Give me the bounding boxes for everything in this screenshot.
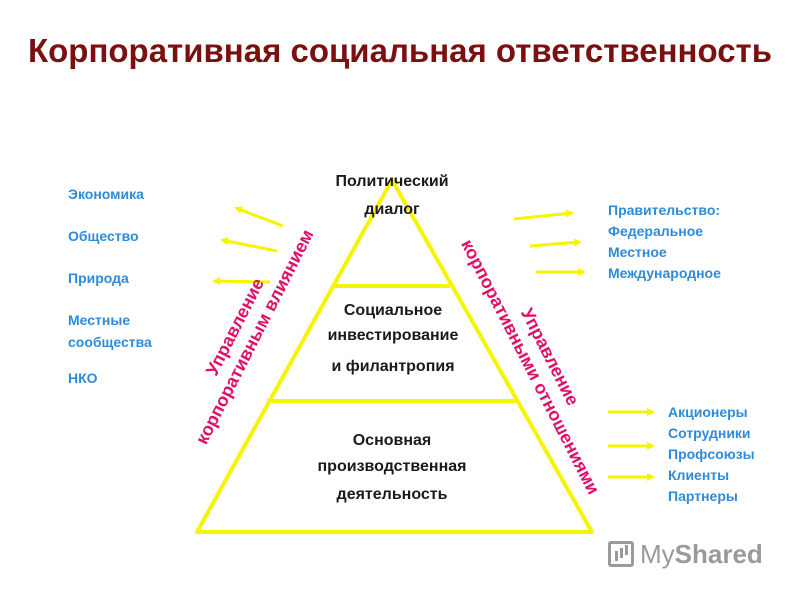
level-top-line1: Политический xyxy=(335,173,449,190)
list-item: Партнеры xyxy=(668,488,738,504)
list-item: Общество xyxy=(68,228,139,244)
list-item: Правительство: xyxy=(608,202,721,218)
right-arrows-top xyxy=(513,209,586,276)
list-item: НКО xyxy=(68,370,98,386)
level-bottom: Основная производственная деятельность xyxy=(282,428,502,508)
list-item: Акционеры xyxy=(668,404,748,420)
watermark-shared: Shared xyxy=(674,538,763,569)
myshared-watermark: MyShared xyxy=(608,536,763,572)
level-top: Политический диалог xyxy=(312,168,472,224)
list-item: Экономика xyxy=(68,186,144,202)
level-top-line2: диалог xyxy=(364,201,420,218)
left-list: Экономика Общество Природа Местные сообщ… xyxy=(68,186,152,386)
list-item: Федеральное xyxy=(608,223,704,239)
arrow-right-1 xyxy=(513,209,574,221)
arrow-right-2 xyxy=(529,238,582,248)
list-item: Профсоюзы xyxy=(668,446,755,462)
list-item: сообщества xyxy=(68,334,152,350)
arrow-left-3 xyxy=(212,277,271,286)
chart-logo-icon xyxy=(608,541,634,567)
level-bottom-line1: Основная xyxy=(352,432,432,449)
page-title: Корпоративная социальная ответственность xyxy=(28,32,772,69)
level-bottom-line2: производственная xyxy=(317,458,467,475)
level-middle: Социальное инвестирование и филантропия xyxy=(298,298,488,379)
pyramid-outline xyxy=(195,178,594,534)
list-item: Сотрудники xyxy=(668,425,751,441)
list-item: Клиенты xyxy=(668,467,730,483)
level-bottom-line3: деятельность xyxy=(336,486,448,503)
list-item: Природа xyxy=(68,270,129,286)
right-arrows-bottom xyxy=(608,408,655,481)
level-middle-line3: и филантропия xyxy=(331,358,455,375)
right-government-list: Правительство: Федеральное Местное Между… xyxy=(608,200,721,284)
arrow-left-1 xyxy=(234,206,284,228)
watermark-my: My xyxy=(640,538,675,569)
list-item: Местное xyxy=(608,244,667,260)
list-item: Местные xyxy=(68,312,131,328)
left-rotated-label: Управление корпоративным влиянием xyxy=(192,226,318,447)
left-arrows xyxy=(212,206,284,286)
list-item: Международное xyxy=(608,265,721,281)
level-middle-line1: Социальное xyxy=(343,302,443,319)
right-stakeholders-list: Акционеры Сотрудники Профсоюзы Клиенты П… xyxy=(668,402,755,507)
arrow-left-2 xyxy=(220,237,278,253)
level-middle-line2: инвестирование xyxy=(327,327,459,344)
